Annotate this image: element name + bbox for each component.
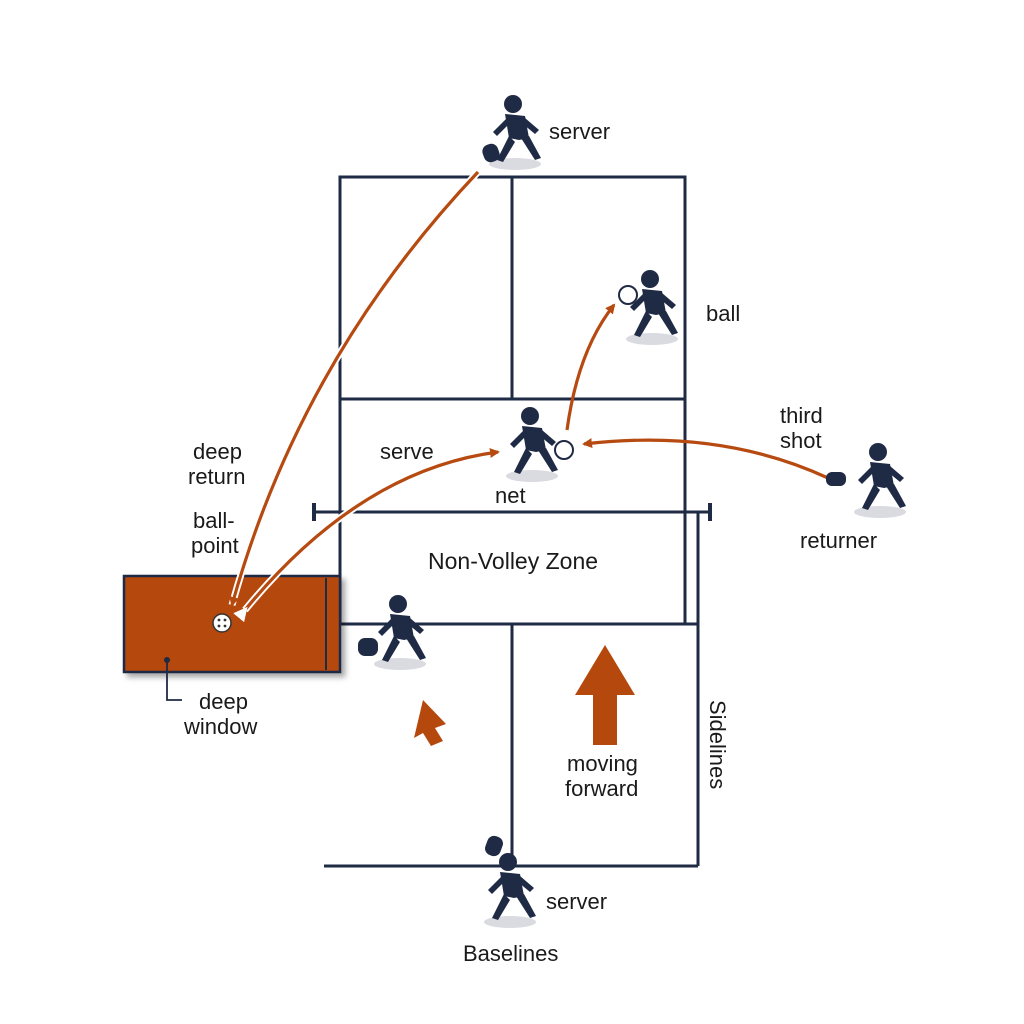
label-moving-forward-2: forward [565,776,638,801]
deep-window-zone [122,574,342,701]
label-deep-return-2: return [188,464,245,489]
label-non-volley-zone: Non-Volley Zone [428,548,598,574]
player-server-top [482,95,541,170]
net [312,503,712,521]
player-returner [826,443,906,518]
arrow-icon [414,645,635,746]
player-ball-receiver [618,270,678,345]
player-kitchen [358,595,426,670]
label-deep-return-1: deep [193,439,242,464]
label-ball-point-2: point [191,533,239,558]
label-deep-window-1: deep [199,689,248,714]
label-moving-forward-1: moving [567,751,638,776]
label-ball: ball [706,301,740,326]
label-ball-point-1: ball- [193,508,235,533]
label-server-top: server [549,119,610,144]
label-third-shot-1: third [780,403,823,428]
label-returner: returner [800,528,877,553]
label-third-shot-2: shot [780,428,822,453]
label-deep-window-2: window [183,714,257,739]
label-sidelines: Sidelines [705,700,730,789]
player-server-bottom [484,835,536,928]
pickleball-icon [212,613,232,633]
label-net: net [495,483,526,508]
player-center [506,407,574,482]
label-serve: serve [380,439,434,464]
label-baselines: Baselines [463,941,558,966]
trajectories [228,169,829,623]
label-server-bottom: server [546,889,607,914]
